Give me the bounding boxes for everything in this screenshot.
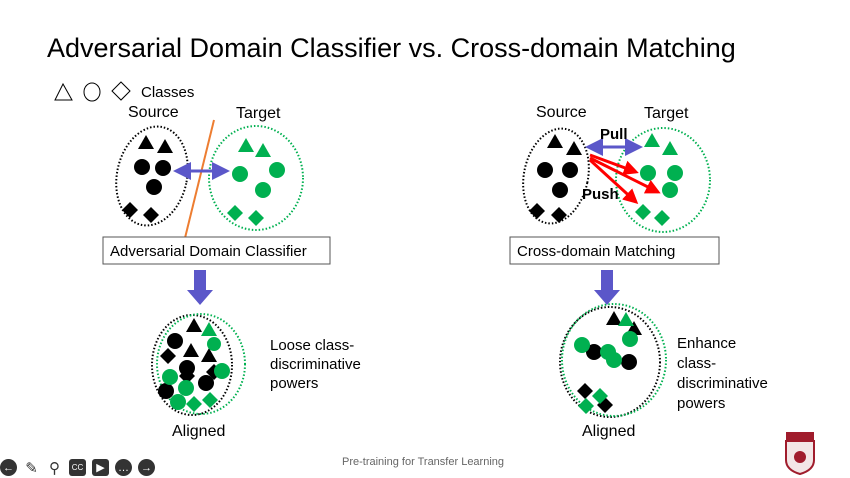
player-toolbar: ← ✎ ⚲ CC ▶ … → — [0, 459, 155, 477]
video-icon[interactable]: ▶ — [92, 459, 109, 476]
left-result-line-1: Loose class- — [270, 337, 354, 354]
classes-legend: Classes — [54, 81, 194, 102]
aligned-source — [151, 314, 233, 416]
source-label: Source — [536, 104, 587, 121]
right-diagram: Source Target Pull Push Cross-domain Mat… — [509, 104, 768, 440]
source-domain — [115, 125, 189, 227]
triangle-icon — [54, 82, 73, 101]
left-aligned-label: Aligned — [172, 423, 225, 440]
search-icon[interactable]: ⚲ — [49, 459, 60, 477]
diamond-icon — [111, 81, 131, 101]
cross-domain-matching-box — [509, 236, 720, 265]
left-result-line-2: discriminative — [270, 356, 361, 373]
source-domain — [522, 127, 590, 225]
slide-title: Adversarial Domain Classifier vs. Cross-… — [47, 33, 736, 63]
push-arrows — [588, 153, 661, 205]
captions-icon[interactable]: CC — [69, 459, 86, 476]
source-label: Source — [128, 104, 179, 121]
aligned-target — [561, 303, 667, 417]
adversarial-classifier-label: Adversarial Domain Classifier — [110, 243, 307, 260]
footer-text: Pre-training for Transfer Learning — [342, 456, 504, 468]
pull-label: Pull — [600, 126, 628, 143]
circle-icon — [83, 82, 101, 102]
classes-label: Classes — [141, 84, 194, 101]
right-result-line-3: discriminative — [677, 375, 768, 392]
korea-university-logo — [785, 432, 815, 476]
down-arrow-icon — [594, 270, 620, 305]
right-result-line-2: class- — [677, 355, 716, 372]
down-arrow-icon — [187, 270, 213, 305]
target-domain — [615, 127, 711, 233]
right-aligned-label: Aligned — [582, 423, 635, 440]
next-icon[interactable]: → — [138, 459, 155, 476]
left-result-line-3: powers — [270, 375, 318, 392]
push-label: Push — [582, 186, 619, 203]
right-result-line-4: powers — [677, 395, 725, 412]
back-icon[interactable]: ← — [0, 459, 17, 476]
right-result-line-1: Enhance — [677, 335, 736, 352]
cross-domain-matching-label: Cross-domain Matching — [517, 243, 675, 260]
adversarial-classifier-box — [102, 236, 331, 265]
target-label: Target — [644, 105, 689, 122]
aligned-source — [559, 306, 661, 418]
target-label: Target — [236, 105, 281, 122]
pen-icon[interactable]: ✎ — [25, 459, 38, 477]
aligned-target — [156, 313, 246, 415]
more-icon[interactable]: … — [115, 459, 132, 476]
left-diagram: Source Target Adversarial Domain Classif… — [102, 104, 361, 440]
